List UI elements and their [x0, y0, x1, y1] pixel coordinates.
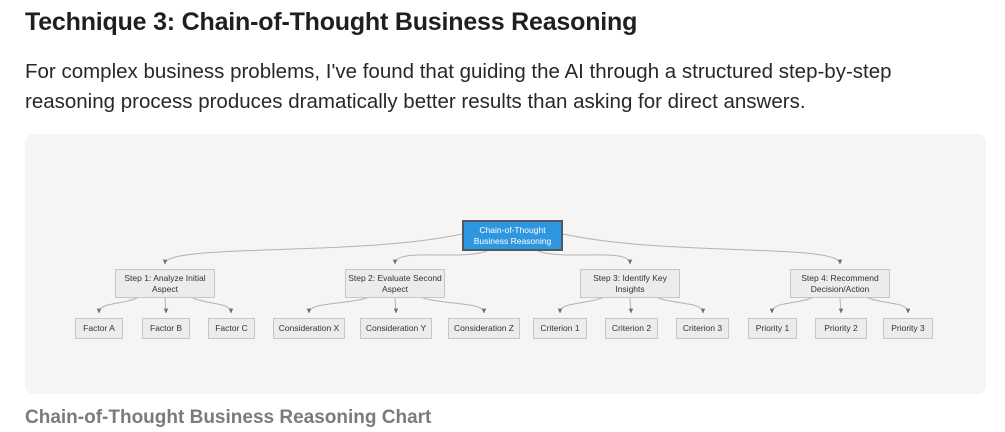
node-label-line: Aspect: [382, 283, 408, 294]
node-label-line: Step 3: Identify Key: [593, 272, 667, 283]
node-label-line: Step 1: Analyze Initial: [124, 272, 206, 283]
node-label-line: Insights: [615, 283, 645, 294]
flowchart-node-factor-c: Factor C: [208, 318, 255, 339]
node-label-line: Decision/Action: [810, 283, 870, 294]
flowchart-node-step-3: Step 3: Identify Key Insights: [580, 269, 680, 298]
node-label-line: Aspect: [152, 283, 178, 294]
node-label-line: Chain-of-Thought: [479, 224, 546, 235]
node-label-line: Business Reasoning: [473, 235, 552, 246]
flowchart-node-factor-a: Factor A: [75, 318, 123, 339]
flowchart-node-consideration-z: Consideration Z: [448, 318, 520, 339]
flowchart-node-priority-2: Priority 2: [815, 318, 867, 339]
flowchart-node-step-2: Step 2: Evaluate Second Aspect: [345, 269, 445, 298]
flowchart-node-criterion-2: Criterion 2: [605, 318, 658, 339]
flowchart-edges: [96, 233, 911, 314]
node-label-line: Step 2: Evaluate Second: [348, 272, 442, 283]
flowchart-node-priority-1: Priority 1: [748, 318, 797, 339]
flowchart-node-criterion-1: Criterion 1: [533, 318, 587, 339]
flowchart-node-factor-b: Factor B: [142, 318, 190, 339]
flowchart-node-priority-3: Priority 3: [883, 318, 933, 339]
page-title: Technique 3: Chain-of-Thought Business R…: [25, 8, 638, 36]
flowchart-node-root: Chain-of-Thought Business Reasoning: [462, 220, 563, 251]
figure-caption: Chain-of-Thought Business Reasoning Char…: [25, 407, 432, 428]
flowchart-figure: Chain-of-Thought Business Reasoning Step…: [25, 134, 986, 394]
flowchart-node-consideration-x: Consideration X: [273, 318, 345, 339]
flowchart-node-step-1: Step 1: Analyze Initial Aspect: [115, 269, 215, 298]
flowchart-node-consideration-y: Consideration Y: [360, 318, 432, 339]
intro-paragraph: For complex business problems, I've foun…: [25, 60, 892, 113]
flowchart-node-criterion-3: Criterion 3: [676, 318, 729, 339]
flowchart-node-step-4: Step 4: Recommend Decision/Action: [790, 269, 890, 298]
node-label-line: Step 4: Recommend: [801, 272, 879, 283]
